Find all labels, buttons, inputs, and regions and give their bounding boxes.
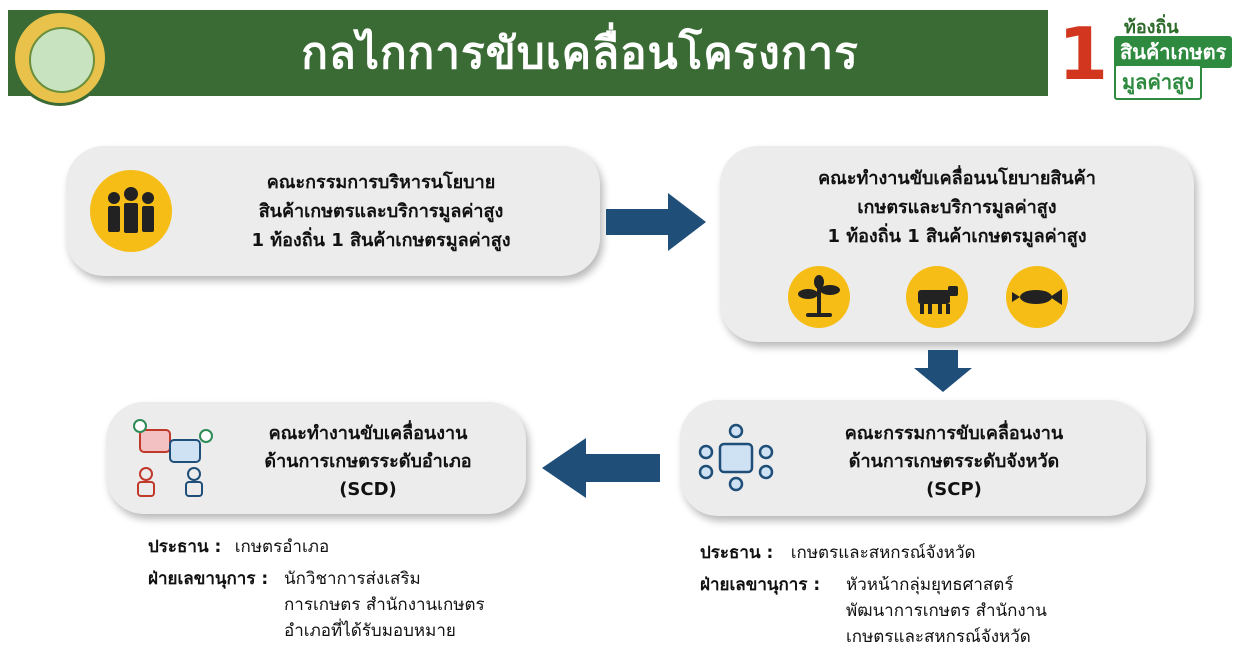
project-brand-logo: 1 ท้องถิ่น สินค้าเกษตร มูลค่าสูง	[1054, 10, 1240, 100]
district-secretary-line-3: อำเภอที่ได้รับมอบหมาย	[284, 621, 456, 641]
working-line-2: เกษตรและบริการมูลค่าสูง	[857, 197, 1057, 218]
district-line-2: ด้านการเกษตรระดับอำเภอ	[264, 451, 472, 472]
policy-line-1: คณะกรรมการบริหารนโยบาย	[266, 172, 496, 193]
district-secretary-label: ฝ่ายเลขานุการ :	[148, 569, 269, 589]
brand-line-3: มูลค่าสูง	[1114, 64, 1203, 100]
brand-line-1: ท้องถิ่น	[1124, 17, 1179, 38]
arrow-down	[914, 350, 972, 392]
plant-icon	[788, 266, 850, 328]
provincial-secretary-label: ฝ่ายเลขานุการ :	[700, 575, 821, 595]
working-line-1: คณะทำงานขับเคลื่อนนโยบายสินค้า	[818, 168, 1096, 189]
header-banner	[8, 10, 1048, 96]
district-secretary-line-1: นักวิชาการส่งเสริม	[284, 569, 421, 589]
policy-working-group-box: คณะทำงานขับเคลื่อนนโยบายสินค้า เกษตรและบ…	[720, 146, 1194, 342]
meeting-icon	[696, 422, 776, 496]
district-chair-row: ประธาน : เกษตรอำเภอ	[148, 534, 329, 560]
district-secretary-value: นักวิชาการส่งเสริม การเกษตร สำนักงานเกษต…	[284, 566, 485, 644]
district-working-group-box: คณะทำงานขับเคลื่อนงาน ด้านการเกษตรระดับอ…	[106, 402, 526, 514]
provincial-secretary-line-1: หัวหน้ากลุ่มยุทธศาสตร์	[846, 575, 1014, 595]
fish-icon	[1006, 266, 1068, 328]
page-title: กลไกการขับเคลื่อนโครงการ	[301, 28, 859, 79]
provincial-chair-row: ประธาน : เกษตรและสหกรณ์จังหวัด	[700, 540, 976, 566]
district-line-3: (SCD)	[339, 479, 397, 500]
cow-icon	[906, 266, 968, 328]
district-chair-label: ประธาน :	[148, 537, 222, 557]
brand-line-2: สินค้าเกษตร	[1114, 36, 1233, 68]
provincial-line-2: ด้านการเกษตรระดับจังหวัด	[848, 451, 1060, 472]
brand-number: 1	[1058, 12, 1109, 96]
provincial-line-1: คณะกรรมการขับเคลื่อนงาน	[844, 423, 1064, 444]
policy-line-2: สินค้าเกษตรและบริการมูลค่าสูง	[258, 201, 504, 222]
provincial-secretary-line-3: เกษตรและสหกรณ์จังหวัด	[846, 627, 1031, 647]
people-icon	[90, 170, 172, 252]
district-chair-value: เกษตรอำเภอ	[234, 537, 330, 557]
ministry-seal-logo	[12, 10, 108, 106]
provincial-line-3: (SCP)	[926, 479, 982, 500]
chat-people-icon	[130, 416, 216, 500]
provincial-committee-box: คณะกรรมการขับเคลื่อนงาน ด้านการเกษตรระดั…	[680, 400, 1146, 516]
policy-line-3: 1 ท้องถิ่น 1 สินค้าเกษตรมูลค่าสูง	[251, 230, 511, 251]
working-line-3: 1 ท้องถิ่น 1 สินค้าเกษตรมูลค่าสูง	[827, 226, 1087, 247]
district-line-1: คณะทำงานขับเคลื่อนงาน	[268, 423, 468, 444]
provincial-chair-value: เกษตรและสหกรณ์จังหวัด	[790, 543, 976, 563]
provincial-secretary-value: หัวหน้ากลุ่มยุทธศาสตร์ พัฒนาการเกษตร สำน…	[846, 572, 1047, 650]
provincial-secretary-line-2: พัฒนาการเกษตร สำนักงาน	[846, 601, 1047, 621]
arrow-left	[542, 438, 660, 498]
arrow-right	[606, 193, 706, 251]
district-secretary-line-2: การเกษตร สำนักงานเกษตร	[284, 595, 485, 615]
policy-committee-box: คณะกรรมการบริหารนโยบาย สินค้าเกษตรและบริ…	[66, 146, 600, 276]
provincial-chair-label: ประธาน :	[700, 543, 774, 563]
